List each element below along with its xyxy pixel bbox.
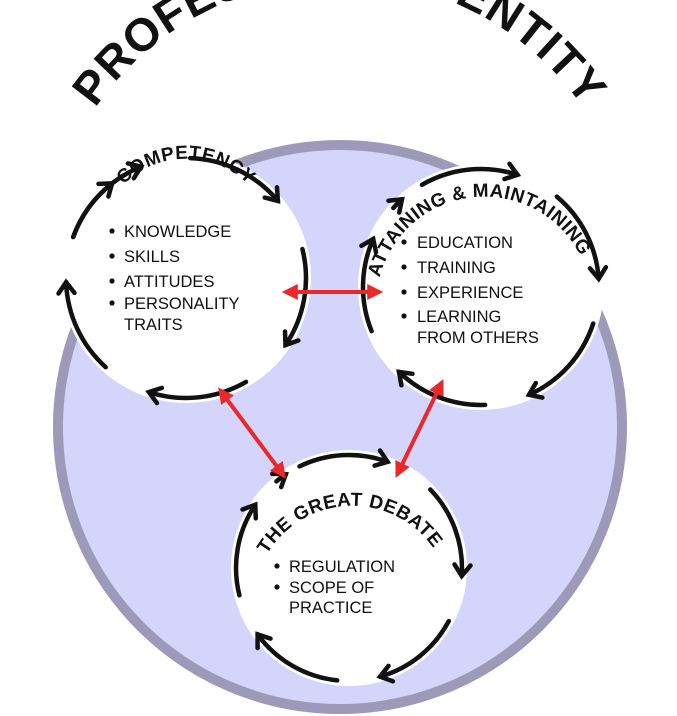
attaining-item: TRAINING [417, 259, 496, 277]
curved-arrow-icon [56, 278, 77, 296]
curved-arrow-icon [386, 196, 405, 215]
curved-arrow-icon [262, 185, 281, 204]
curved-arrow-icon [282, 329, 301, 349]
cycle-arc-segment [63, 279, 108, 370]
competency-item: ATTITUDES [124, 273, 214, 291]
cycle-arc-segment [554, 194, 601, 282]
curved-arrow-icon [96, 181, 116, 199]
competency-item: TRAITS [124, 316, 183, 334]
debate-circle [231, 450, 467, 686]
competency-circle [61, 153, 311, 403]
cycle-arc-segment [297, 452, 390, 469]
debate-item: PRACTICE [289, 599, 372, 617]
diagram-title: PROFESIONAL IDENTITY [62, 0, 618, 114]
link-arrow-competency-debate [218, 387, 286, 479]
cycle-arc-segment [255, 632, 340, 683]
cycle-arc-segment [526, 321, 596, 398]
cycle-arc-segment [419, 166, 520, 188]
cycle-arc-segment [146, 379, 249, 401]
debate-cycle-arrows [233, 448, 473, 684]
curved-arrow-icon [125, 161, 145, 181]
competency-item: PERSONALITY [124, 295, 240, 313]
curved-arrow-icon [372, 448, 392, 468]
curved-arrow-icon [240, 501, 259, 521]
attaining-item: FROM OTHERS [417, 329, 539, 347]
curved-arrow-icon [502, 161, 522, 182]
link-arrow-attaining-debate [395, 379, 444, 478]
cycle-arc-segment [70, 181, 115, 240]
attaining-item: EDUCATION [417, 234, 513, 252]
competency-list: KNOWLEDGE SKILLS ATTITUDES PERSONALITY T… [109, 223, 240, 334]
cycle-arc-segment [187, 155, 281, 204]
cycle-arc-segment [428, 487, 465, 579]
cycle-arc-segment [233, 502, 258, 598]
competency-item: KNOWLEDGE [124, 223, 231, 241]
curved-arrow-icon [359, 235, 379, 255]
cycle-arc-segment [377, 618, 452, 679]
curved-arrow-icon [255, 631, 273, 651]
debate-item: SCOPE OF [289, 579, 374, 597]
attaining-circle [358, 164, 604, 410]
debate-list: REGULATION SCOPE OF PRACTICE [274, 558, 395, 617]
curved-arrow-icon [376, 663, 396, 684]
curved-arrow-icon [587, 264, 609, 283]
curved-arrow-icon [525, 380, 545, 400]
attaining-item: EXPERIENCE [417, 284, 523, 302]
attaining-list: EDUCATION TRAINING EXPERIENCE LEARNING F… [401, 234, 539, 347]
curved-arrow-icon [452, 562, 473, 580]
competency-item: SKILLS [124, 248, 180, 266]
curved-arrow-icon [145, 385, 165, 406]
debate-item: REGULATION [289, 558, 395, 576]
attaining-item: LEARNING [417, 308, 501, 326]
